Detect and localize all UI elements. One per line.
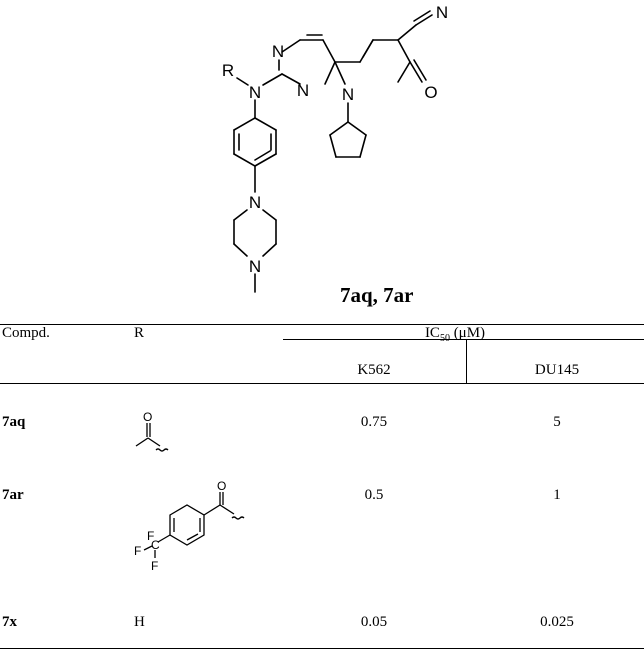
carbonyl-o-atom: O: [424, 83, 437, 102]
header-du145: DU145: [534, 362, 580, 378]
pyrimidine-n1-atom: N: [272, 42, 284, 61]
header-r: R: [134, 325, 145, 341]
piperazine-n2-atom: N: [249, 257, 261, 276]
row-7aq-du145: 5: [553, 414, 561, 430]
acetyl-o-atom: O: [143, 410, 152, 424]
fluorine-atom-2: F: [147, 529, 154, 543]
row-7x-compd: 7x: [2, 614, 17, 630]
compound-series-label: 7aq, 7ar: [340, 283, 414, 307]
piperazine-n1-atom: N: [249, 193, 261, 212]
ic50-subheader-rule: [283, 339, 644, 340]
row-7aq-k562: 0.75: [360, 414, 388, 430]
header-compd: Compd.: [2, 325, 50, 341]
row-7x-r: H: [134, 614, 145, 630]
fluorine-atom-1: F: [134, 544, 141, 558]
table-header-rule: [0, 383, 644, 384]
row-7ar-du145: 1: [553, 487, 561, 503]
header-ic50: IC50 (μM): [424, 325, 486, 344]
table-top-rule: [0, 324, 644, 325]
row-7aq-compd: 7aq: [2, 414, 26, 430]
trifluoromethylbenzoyl-r-group: O F F F C: [134, 480, 245, 573]
chemical-structure: N N N N O N R N N: [222, 3, 448, 293]
acetyl-r-group: O: [135, 410, 169, 452]
benzoyl-o-atom: O: [217, 480, 226, 493]
fluorine-atom-3: F: [151, 559, 158, 573]
row-7ar-k562: 0.5: [364, 487, 384, 503]
nitrile-n-atom: N: [436, 3, 448, 22]
table-bottom-rule: [0, 648, 644, 649]
column-divider: [466, 339, 467, 383]
row-7ar-compd: 7ar: [2, 487, 24, 503]
pyrimidine-n2-atom: N: [297, 81, 309, 100]
row-7x-k562: 0.05: [360, 614, 388, 630]
aniline-n-atom: N: [249, 83, 261, 102]
pyridone-n-atom: N: [342, 85, 354, 104]
header-k562: K562: [357, 362, 391, 378]
row-7x-du145: 0.025: [540, 614, 574, 630]
cf3-carbon-atom: C: [151, 538, 160, 552]
r-group-label: R: [222, 61, 234, 80]
